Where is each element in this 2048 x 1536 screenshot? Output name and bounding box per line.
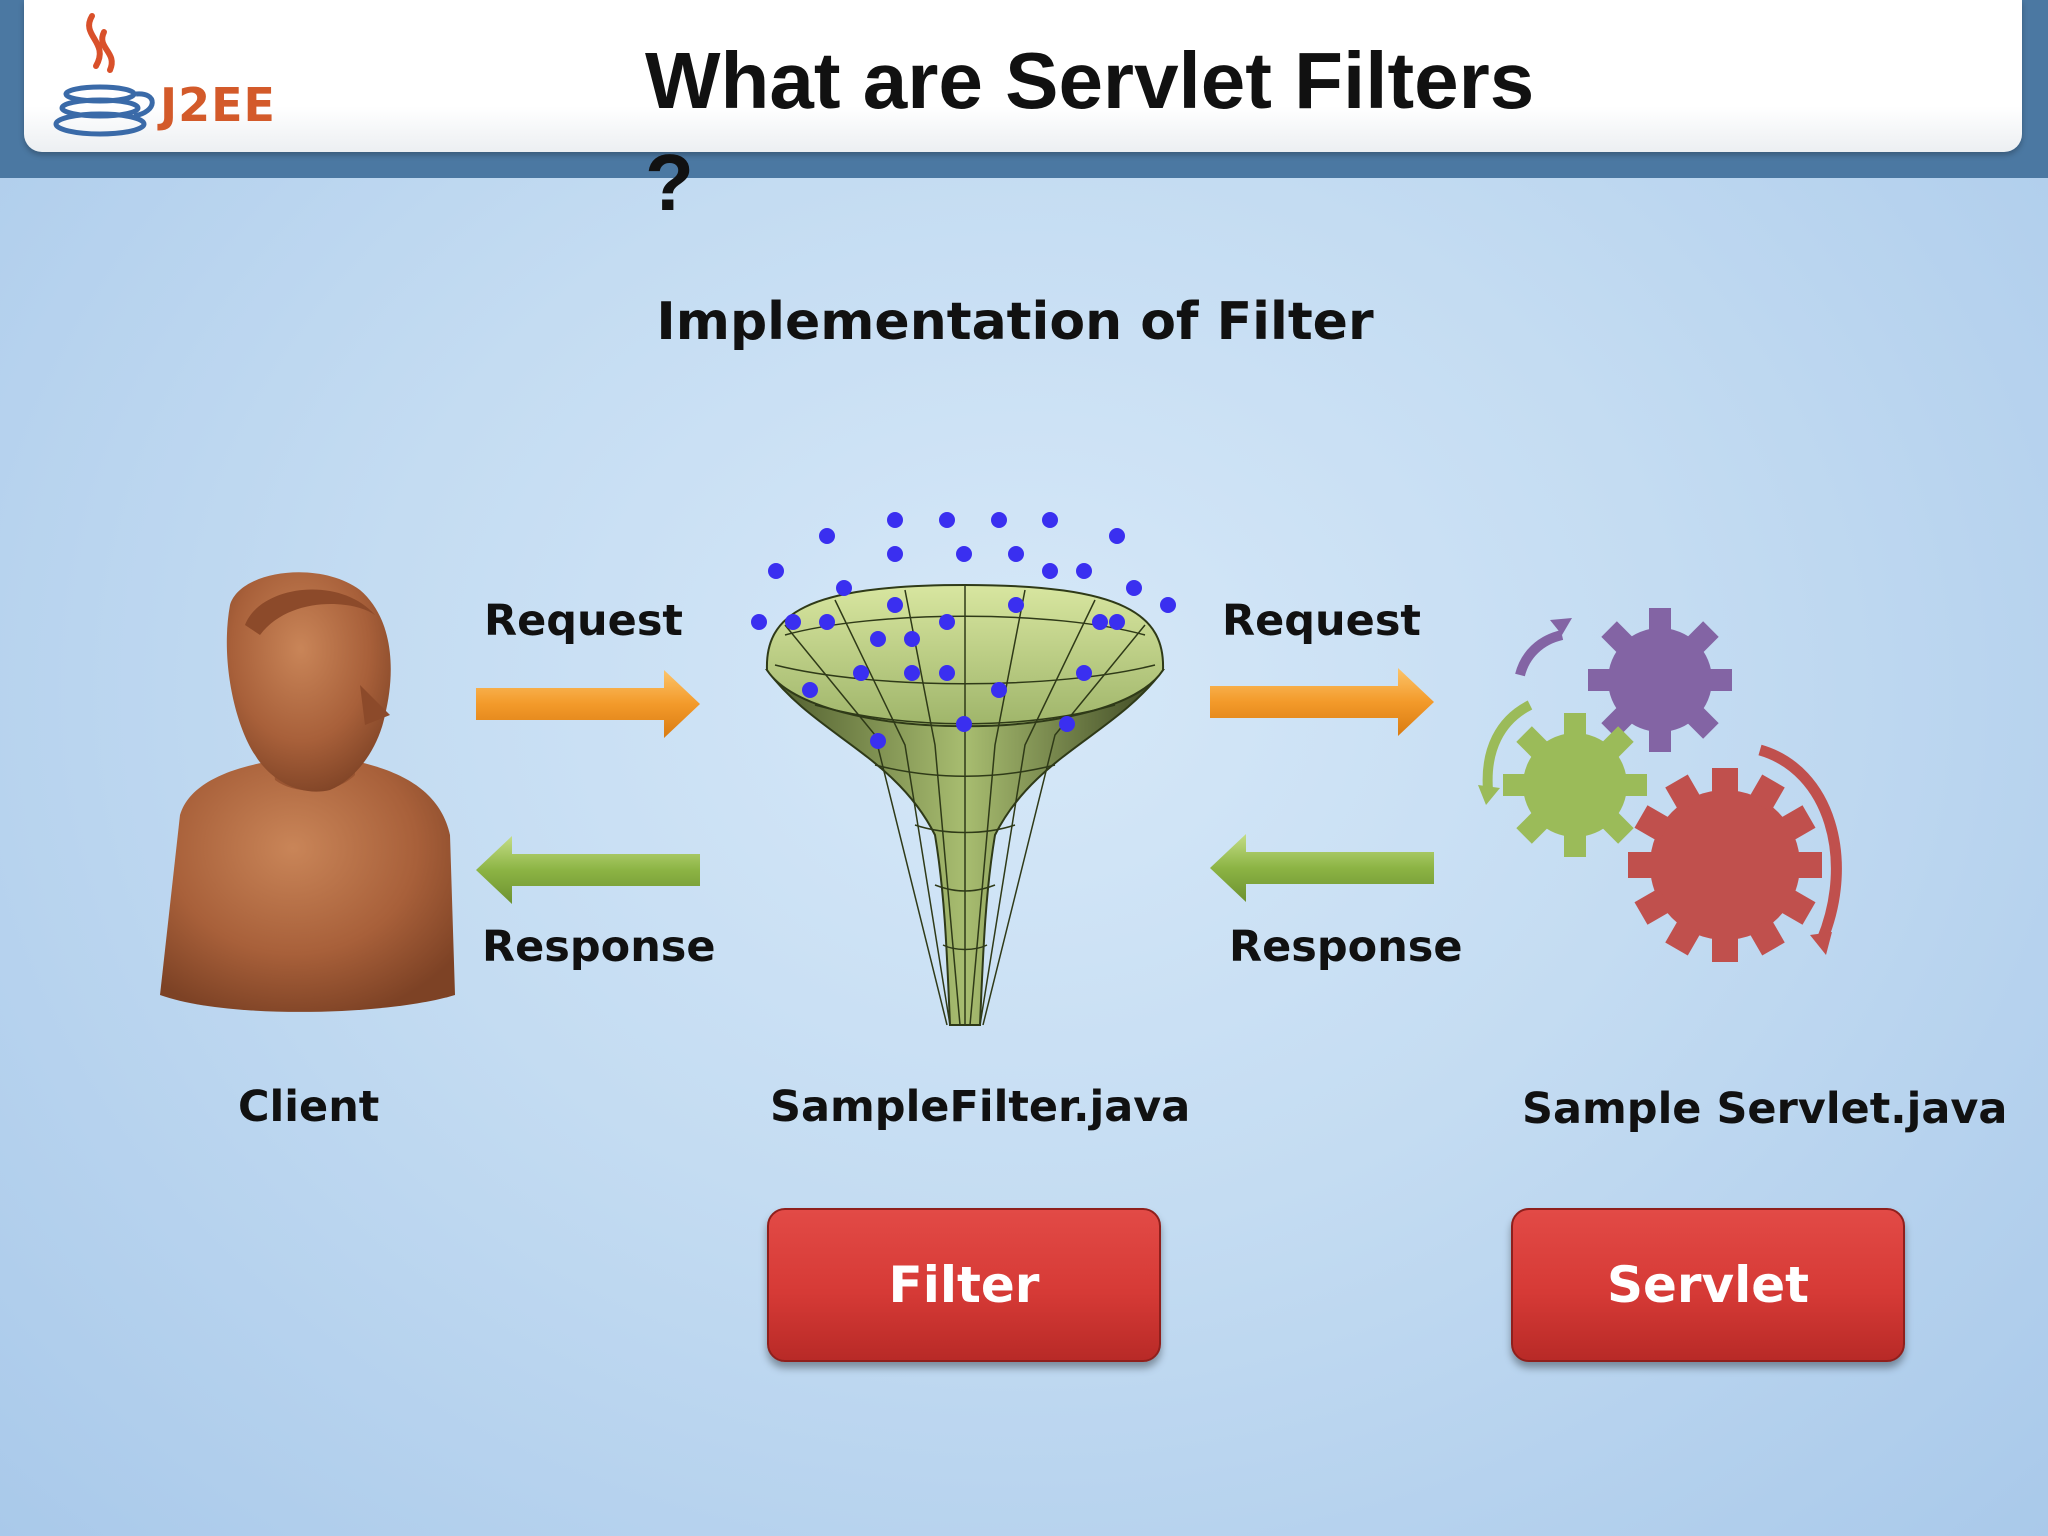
right-request-label: Request	[1222, 596, 1421, 646]
java-logo-icon	[53, 13, 155, 137]
page-title: What are Servlet Filters ?	[645, 36, 1535, 227]
right-request-arrow	[1210, 668, 1434, 736]
header-panel	[24, 0, 2022, 152]
logo-text: J2EE	[160, 78, 276, 132]
right-response-label: Response	[1229, 922, 1463, 972]
gears-icon	[1478, 608, 1842, 962]
right-response-arrow	[1210, 834, 1434, 902]
servlet-file-label: Sample Servlet.java	[1522, 1084, 2008, 1134]
left-request-arrow	[476, 670, 700, 738]
left-request-label: Request	[484, 596, 683, 646]
funnel-icon	[765, 583, 1165, 1026]
left-response-label: Response	[482, 922, 716, 972]
servlet-button[interactable]: Servlet	[1511, 1208, 1905, 1362]
client-person-icon	[160, 572, 455, 1012]
client-label: Client	[238, 1082, 380, 1132]
filter-file-label: SampleFilter.java	[770, 1082, 1191, 1132]
filter-button[interactable]: Filter	[767, 1208, 1161, 1362]
left-response-arrow	[476, 836, 700, 904]
diagram-subtitle: Implementation of Filter	[656, 292, 1374, 352]
particle-dots	[751, 512, 1176, 749]
